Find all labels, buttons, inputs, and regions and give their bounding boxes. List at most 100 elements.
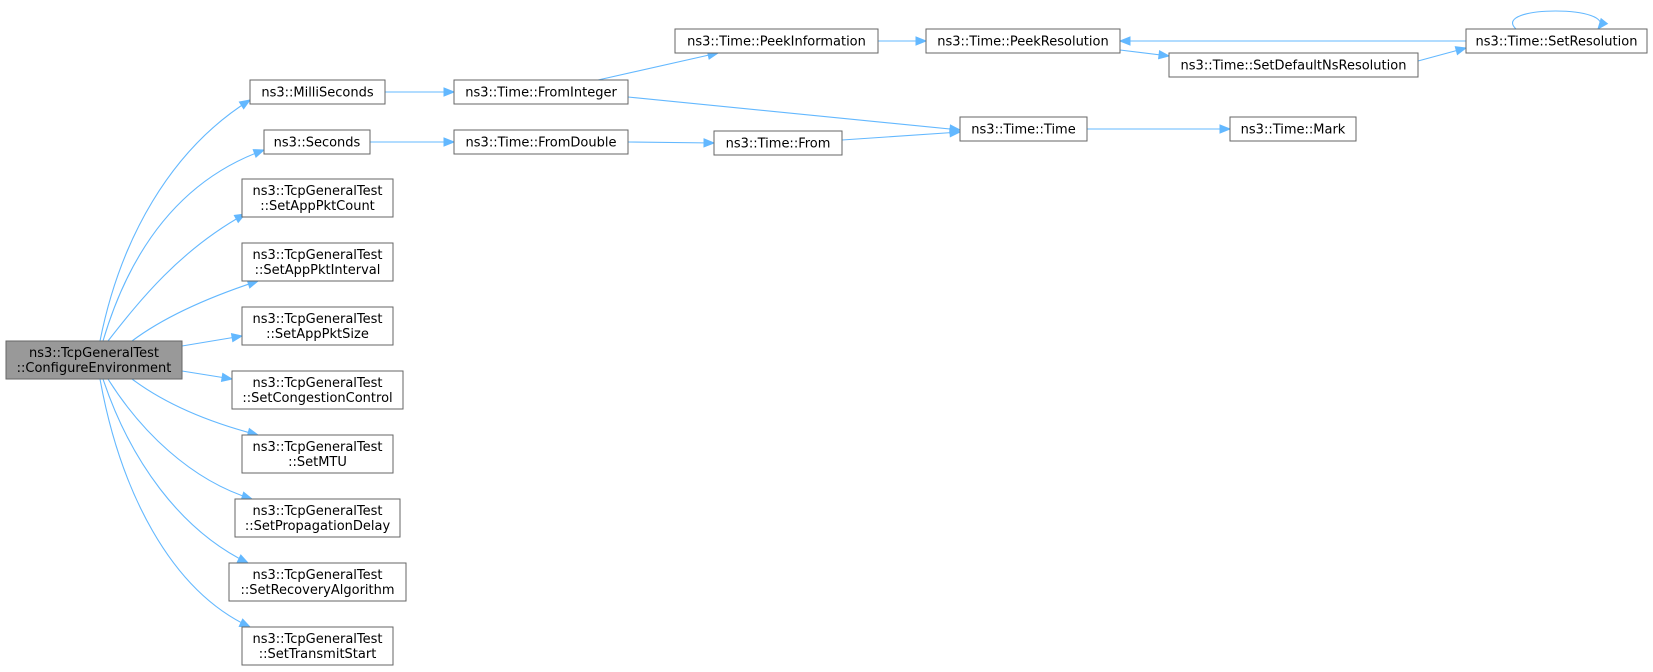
edge-line bbox=[99, 99, 251, 342]
node-label-line: ns3::TcpGeneralTest bbox=[252, 504, 382, 519]
node-box bbox=[713, 130, 843, 156]
node-box bbox=[674, 28, 879, 54]
node-label-line: ns3::Seconds bbox=[274, 136, 361, 151]
node-box bbox=[5, 340, 183, 380]
node-label-line: ::SetRecoveryAlgorithm bbox=[240, 583, 394, 598]
edge-line bbox=[627, 141, 715, 144]
edge-arrowhead bbox=[949, 127, 962, 138]
edge-line bbox=[597, 52, 719, 81]
node-timetime[interactable]: ns3::Time::Time bbox=[959, 116, 1088, 142]
edge-arrowhead bbox=[1597, 17, 1609, 31]
edge-line bbox=[99, 378, 251, 628]
node-root[interactable]: ns3::TcpGeneralTest::ConfigureEnvironmen… bbox=[5, 340, 183, 380]
nodes-layer: ns3::TcpGeneralTest::ConfigureEnvironmen… bbox=[5, 28, 1648, 666]
node-label-line: ::SetPropagationDelay bbox=[245, 519, 391, 534]
edge-root-to-milli bbox=[99, 99, 252, 342]
node-box bbox=[228, 562, 407, 602]
node-box bbox=[263, 129, 371, 155]
node-label-line: ns3::Time::Time bbox=[971, 123, 1075, 138]
edge-peekres-to-setdefault bbox=[1119, 49, 1171, 60]
edge-milli-to-fromint bbox=[385, 87, 456, 97]
node-box bbox=[241, 626, 394, 666]
edge-arrowhead bbox=[443, 137, 456, 147]
node-label-line: ns3::Time::FromInteger bbox=[465, 86, 617, 101]
node-pktsize[interactable]: ns3::TcpGeneralTest::SetAppPktSize bbox=[241, 306, 394, 346]
node-transmit[interactable]: ns3::TcpGeneralTest::SetTransmitStart bbox=[241, 626, 394, 666]
edge-arrowhead bbox=[230, 333, 244, 343]
node-label-line: ::SetTransmitStart bbox=[259, 647, 377, 662]
edge-line bbox=[1512, 10, 1602, 30]
edge-root-to-seconds bbox=[102, 149, 266, 342]
edges-layer bbox=[99, 10, 1609, 628]
node-label-line: ns3::Time::SetDefaultNsResolution bbox=[1181, 59, 1407, 74]
node-label-line: ns3::TcpGeneralTest bbox=[252, 312, 382, 327]
node-box bbox=[1465, 28, 1648, 54]
node-box bbox=[1168, 52, 1419, 78]
node-peekinfo[interactable]: ns3::Time::PeekInformation bbox=[674, 28, 879, 54]
edge-arrowhead bbox=[703, 138, 716, 148]
edge-fromint-to-timetime bbox=[627, 96, 962, 134]
edge-line bbox=[102, 149, 265, 342]
edge-fromdouble-to-from bbox=[627, 138, 716, 148]
node-seconds[interactable]: ns3::Seconds bbox=[263, 129, 371, 155]
node-label-line: ns3::TcpGeneralTest bbox=[29, 346, 159, 361]
edge-arrowhead bbox=[238, 99, 252, 110]
edge-from-to-timetime bbox=[841, 127, 962, 141]
node-box bbox=[241, 306, 394, 346]
node-label-line: ::SetMTU bbox=[288, 455, 347, 470]
node-box bbox=[959, 116, 1088, 142]
node-setdefault[interactable]: ns3::Time::SetDefaultNsResolution bbox=[1168, 52, 1419, 78]
edge-root-to-propdelay bbox=[107, 378, 254, 501]
edge-arrowhead bbox=[236, 554, 250, 564]
node-label-line: ns3::Time::FromDouble bbox=[466, 136, 617, 151]
node-fromint[interactable]: ns3::Time::FromInteger bbox=[453, 79, 629, 105]
node-label-line: ns3::MilliSeconds bbox=[261, 86, 374, 101]
edge-root-to-congestion bbox=[181, 370, 234, 383]
node-pktcount[interactable]: ns3::TcpGeneralTest::SetAppPktCount bbox=[241, 178, 394, 218]
node-pktinterval[interactable]: ns3::TcpGeneralTest::SetAppPktInterval bbox=[241, 242, 394, 282]
edge-arrowhead bbox=[915, 36, 928, 46]
node-label-line: ns3::Time::PeekInformation bbox=[687, 35, 866, 50]
node-from[interactable]: ns3::Time::From bbox=[713, 130, 843, 156]
edge-seconds-to-fromdouble bbox=[370, 137, 456, 147]
edge-line bbox=[841, 131, 961, 141]
node-box bbox=[234, 498, 401, 538]
node-fromdouble[interactable]: ns3::Time::FromDouble bbox=[453, 129, 629, 155]
node-box bbox=[453, 129, 629, 155]
edge-line bbox=[627, 96, 961, 131]
edge-setres-to-setres bbox=[1512, 10, 1609, 31]
node-mtu[interactable]: ns3::TcpGeneralTest::SetMTU bbox=[241, 434, 394, 474]
edge-setdefault-to-setres bbox=[1417, 46, 1468, 62]
edge-arrowhead bbox=[1118, 36, 1131, 46]
node-label-line: ::ConfigureEnvironment bbox=[17, 361, 172, 376]
edge-arrowhead bbox=[252, 149, 266, 159]
edge-fromint-to-peekinfo bbox=[597, 50, 720, 81]
edge-arrowhead bbox=[238, 618, 252, 628]
node-box bbox=[241, 242, 394, 282]
node-label-line: ns3::TcpGeneralTest bbox=[252, 568, 382, 583]
node-box bbox=[453, 79, 629, 105]
node-mark[interactable]: ns3::Time::Mark bbox=[1229, 116, 1357, 142]
node-setres[interactable]: ns3::Time::SetResolution bbox=[1465, 28, 1648, 54]
edge-timetime-to-mark bbox=[1087, 124, 1232, 134]
node-propdelay[interactable]: ns3::TcpGeneralTest::SetPropagationDelay bbox=[234, 498, 401, 538]
node-label-line: ns3::TcpGeneralTest bbox=[252, 248, 382, 263]
node-peekres[interactable]: ns3::Time::PeekResolution bbox=[925, 28, 1121, 54]
node-label-line: ns3::TcpGeneralTest bbox=[252, 184, 382, 199]
node-label-line: ns3::TcpGeneralTest bbox=[252, 376, 382, 391]
node-label-line: ::SetAppPktCount bbox=[260, 199, 375, 214]
node-label-line: ns3::TcpGeneralTest bbox=[252, 440, 382, 455]
node-box bbox=[249, 79, 386, 105]
edge-setres-to-peekres bbox=[1118, 36, 1466, 46]
edge-arrowhead bbox=[1219, 124, 1232, 134]
edge-root-to-pktcount bbox=[107, 213, 247, 342]
node-congestion[interactable]: ns3::TcpGeneralTest::SetCongestionContro… bbox=[231, 370, 404, 410]
edge-line bbox=[107, 213, 246, 342]
node-label-line: ::SetAppPktInterval bbox=[255, 263, 381, 278]
node-label-line: ns3::Time::From bbox=[726, 137, 831, 152]
node-box bbox=[241, 178, 394, 218]
node-recovery[interactable]: ns3::TcpGeneralTest::SetRecoveryAlgorith… bbox=[228, 562, 407, 602]
node-label-line: ::SetAppPktSize bbox=[266, 327, 369, 342]
node-milli[interactable]: ns3::MilliSeconds bbox=[249, 79, 386, 105]
